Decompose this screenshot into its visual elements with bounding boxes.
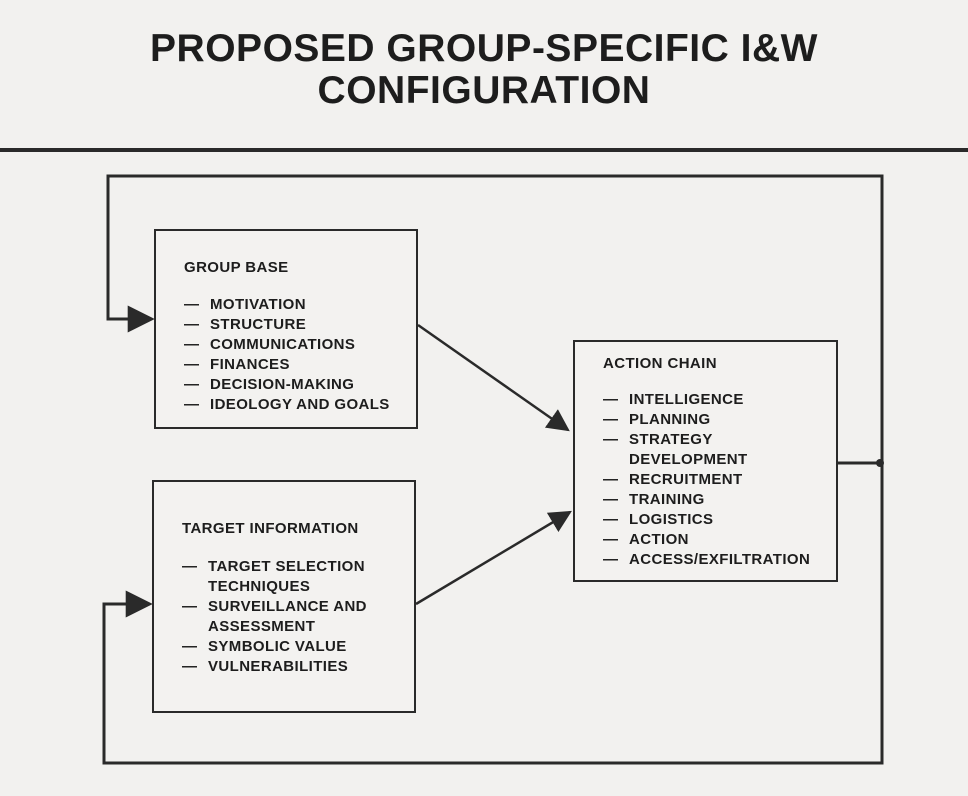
list-item: PLANNING xyxy=(603,410,836,430)
group-base-box: GROUP BASE MOTIVATION STRUCTURE COMMUNIC… xyxy=(154,229,418,429)
target-information-list: TARGET SELECTION TECHNIQUES SURVEILLANCE… xyxy=(182,557,414,677)
title-line-1: PROPOSED GROUP-SPECIFIC I&W xyxy=(150,27,818,70)
list-item: VULNERABILITIES xyxy=(182,657,414,677)
title-divider xyxy=(0,148,968,152)
arrow-target-information-to-action-chain xyxy=(415,510,572,606)
feedback-line-to-target-information xyxy=(102,463,884,765)
list-item: INTELLIGENCE xyxy=(603,390,836,410)
page-title: PROPOSED GROUP-SPECIFIC I&W CONFIGURATIO… xyxy=(0,28,968,112)
list-item: MOTIVATION xyxy=(184,295,416,315)
list-item: COMMUNICATIONS xyxy=(184,335,416,355)
junction-dot xyxy=(876,459,884,467)
list-item: STRUCTURE xyxy=(184,315,416,335)
list-item: SURVEILLANCE AND ASSESSMENT xyxy=(182,597,414,637)
group-base-heading: GROUP BASE xyxy=(184,259,289,276)
group-base-list: MOTIVATION STRUCTURE COMMUNICATIONS FINA… xyxy=(184,295,416,415)
list-item: LOGISTICS xyxy=(603,510,836,530)
list-item: RECRUITMENT xyxy=(603,470,836,490)
list-item: ACTION xyxy=(603,530,836,550)
feedback-line-to-group-base xyxy=(106,174,884,465)
list-item: ACCESS/EXFILTRATION xyxy=(603,550,836,570)
action-chain-list: INTELLIGENCE PLANNING STRATEGY DEVELOPME… xyxy=(603,390,836,570)
list-item: FINANCES xyxy=(184,355,416,375)
list-item: TARGET SELECTION TECHNIQUES xyxy=(182,557,414,597)
action-chain-box: ACTION CHAIN INTELLIGENCE PLANNING STRAT… xyxy=(573,340,838,582)
list-item: STRATEGY DEVELOPMENT xyxy=(603,430,836,470)
list-item: SYMBOLIC VALUE xyxy=(182,637,414,657)
title-line-2: CONFIGURATION xyxy=(317,69,651,112)
arrow-group-base-to-action-chain xyxy=(417,323,570,432)
target-information-heading: TARGET INFORMATION xyxy=(182,520,359,537)
target-information-box: TARGET INFORMATION TARGET SELECTION TECH… xyxy=(152,480,416,713)
list-item: DECISION-MAKING xyxy=(184,375,416,395)
list-item: IDEOLOGY AND GOALS xyxy=(184,395,416,415)
action-chain-heading: ACTION CHAIN xyxy=(603,355,717,372)
list-item: TRAINING xyxy=(603,490,836,510)
